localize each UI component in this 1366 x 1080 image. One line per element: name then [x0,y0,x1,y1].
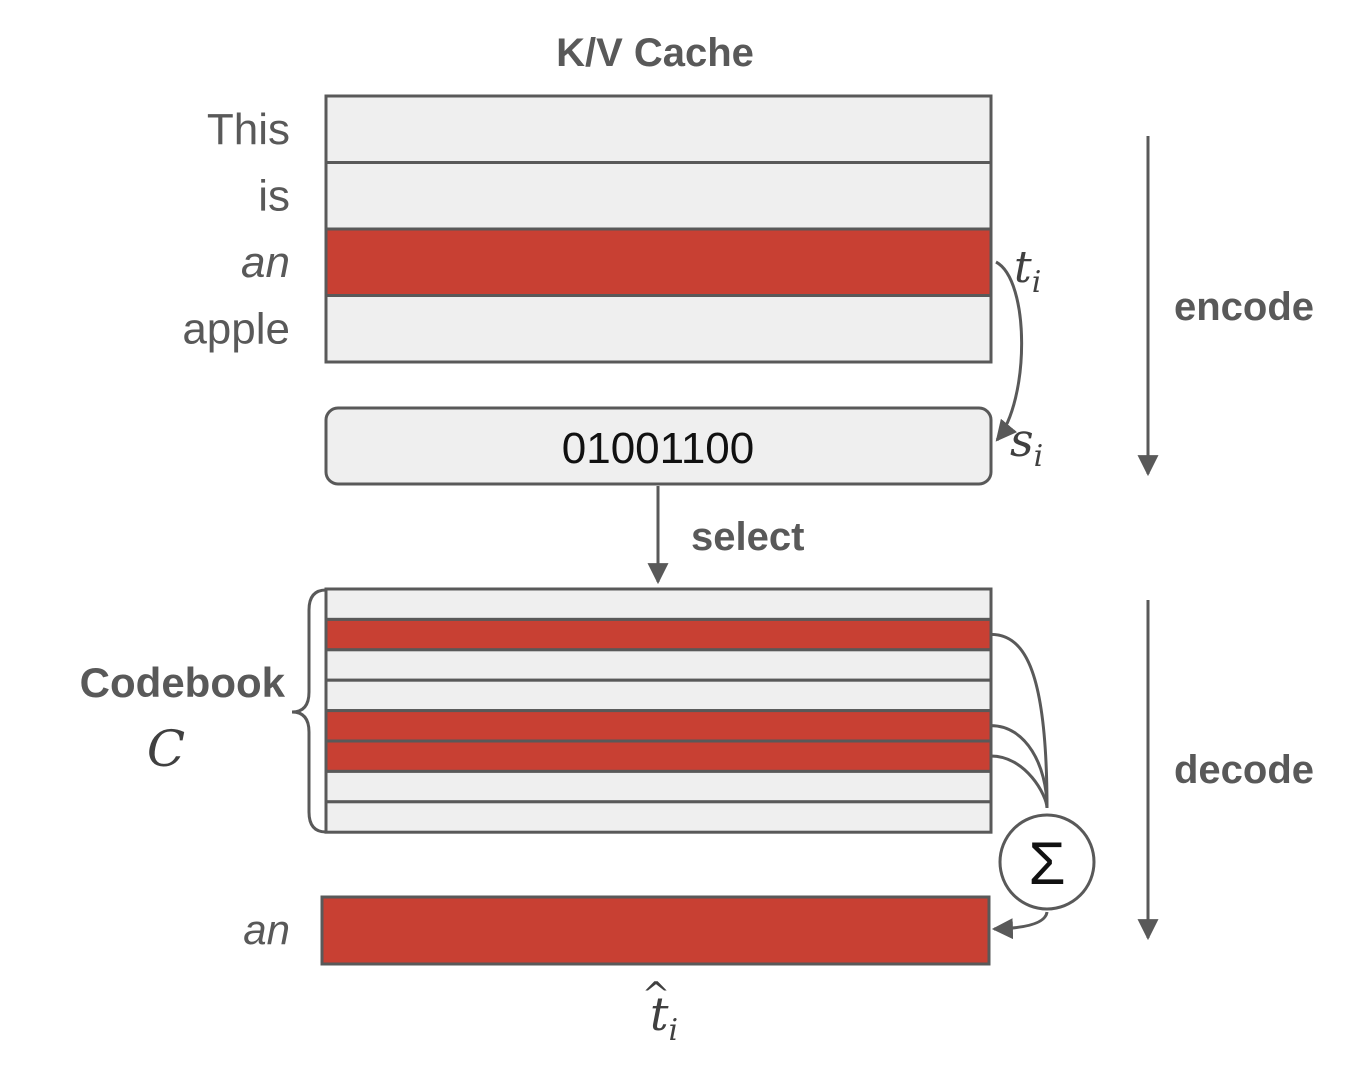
codebook-table [324,587,993,834]
codebook-row [324,587,993,621]
token-label: This [207,105,290,154]
decode-label: decode [1174,748,1314,792]
codebook-row [324,800,993,834]
t-i-label: ti [1014,242,1041,300]
codebook-symbol: C [147,720,185,778]
codebook-row [324,617,993,652]
token-label: an [241,238,290,287]
kv-cache-table [324,94,993,364]
codebook-row [324,709,993,743]
token-label: apple [182,305,290,354]
codebook-sum-curves [990,632,1049,809]
t-hat-label: ti [650,987,678,1048]
output-row [320,895,991,966]
codebook-row [324,648,993,682]
select-label: select [691,515,804,559]
code-value: 01001100 [562,424,755,473]
token-labels: This is an apple [182,105,290,354]
codebook-label: Codebook [80,659,286,706]
codebook-row [324,769,993,804]
encode-curve-arrow [995,260,1024,442]
kv-cache-row [324,227,993,297]
s-i-label: si [1010,413,1043,474]
output-arrow [991,911,1049,940]
encode-label: encode [1174,285,1314,329]
token-label: is [258,172,290,221]
kv-cache-row [324,294,993,364]
codebook-brace [291,588,327,834]
code-box [324,406,993,486]
sum-curve [990,754,1049,809]
kv-cache-row [324,94,993,164]
output-token-label: an [243,906,290,953]
diagram-title: K/V Cache [556,31,754,75]
sum-circle [998,813,1096,911]
kv-cache-row [324,161,993,231]
sum-curve [990,632,1049,809]
codebook-row [324,739,993,773]
codebook-row [324,678,993,713]
sum-curve [990,724,1049,809]
sum-symbol: Σ [1028,830,1065,897]
t-hat-accent: ^ [642,975,671,1015]
